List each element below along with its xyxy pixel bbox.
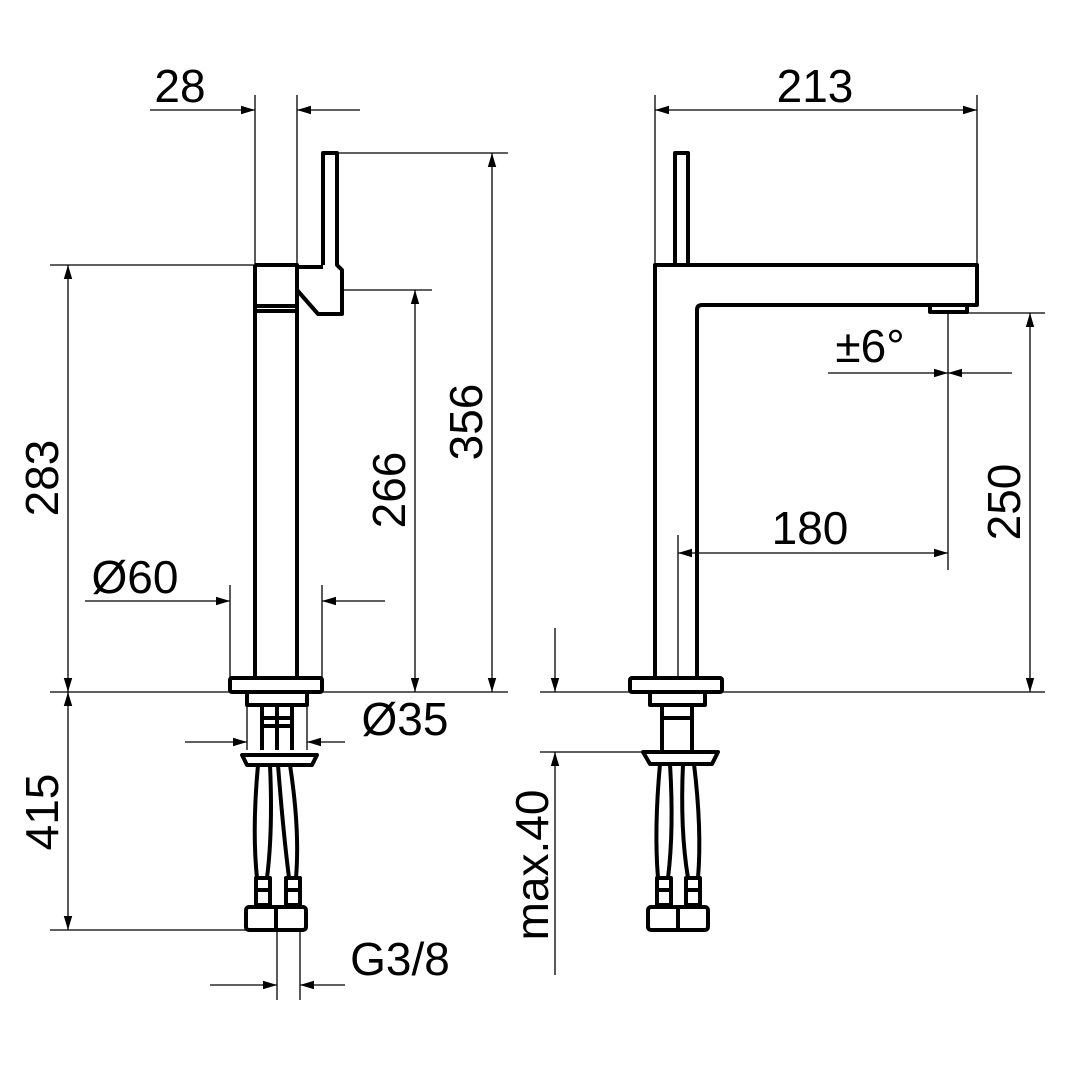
dim-base-diameter: Ø60 xyxy=(92,551,179,603)
aerator xyxy=(928,303,969,314)
side-view: 213 ±6° 180 250 max.40 xyxy=(506,60,1045,975)
dim-body-height: 283 xyxy=(16,440,68,517)
dim-projection: 180 xyxy=(772,502,849,554)
front-view: 28 283 266 356 Ø60 Ø35 415 G3/8 xyxy=(16,60,508,1000)
mounting-clamp-side xyxy=(641,750,720,766)
lever-handle-side xyxy=(673,151,690,267)
lever-handle xyxy=(295,151,344,316)
base-plate xyxy=(228,676,324,694)
shank xyxy=(260,705,294,750)
dim-total-depth: 213 xyxy=(777,60,854,112)
faucet-body-front xyxy=(228,95,344,932)
dim-max-countertop-thickness: max.40 xyxy=(506,790,558,941)
dim-thread: G3/8 xyxy=(350,933,450,985)
dim-hose-length: 415 xyxy=(16,774,68,851)
dim-outlet-height: 250 xyxy=(978,464,1030,541)
dim-shank-diameter: Ø35 xyxy=(362,693,449,745)
base-plate-side xyxy=(628,676,724,694)
dim-total-height: 356 xyxy=(440,384,492,461)
mounting-clamp xyxy=(240,753,319,767)
dim-handle-width: 28 xyxy=(154,60,205,112)
dim-swivel-angle: ±6° xyxy=(835,320,904,372)
hoses xyxy=(252,764,300,879)
dim-spout-height: 266 xyxy=(363,452,415,529)
